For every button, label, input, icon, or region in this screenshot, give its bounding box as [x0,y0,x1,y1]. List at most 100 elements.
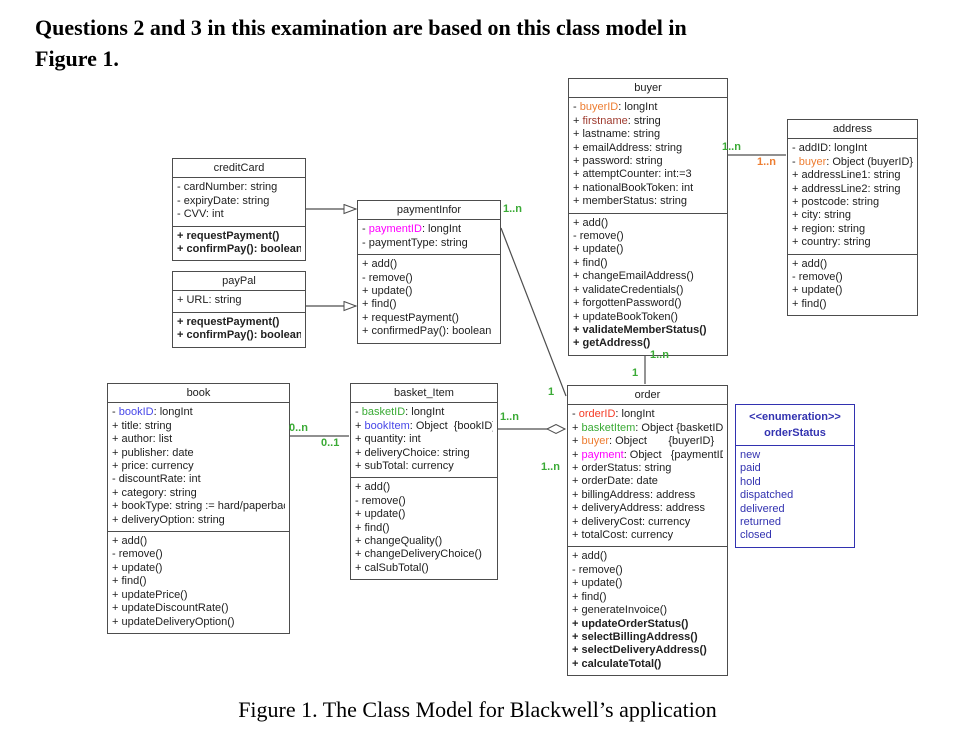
operation-row: + updateDeliveryOption() [112,615,235,628]
attribute-type: : longInt [615,408,655,421]
operation-row: + update() [112,561,163,574]
operation-row: + calSubTotal() [355,561,429,574]
operation-row: + requestPayment() [177,229,280,242]
enum-value: new [740,449,761,461]
operation-row: + changeQuality() [355,535,443,548]
attributes-compartment: - basketID: longInt+ bookItem: Object {b… [351,403,497,477]
class-title-line: <<enumeration>> [749,411,841,423]
attribute-visibility: - [355,406,362,419]
operation-row: + add() [573,216,609,229]
attribute-row: - expiryDate: string [177,194,270,207]
attribute-row: + addressLine2: string [792,182,901,195]
class-title: book [108,384,289,404]
operations-compartment: + requestPayment()+ confirmPay(): boolea… [173,311,305,347]
multiplicity-label: 1..n [650,349,669,361]
attribute-name: buyer [798,155,827,168]
multiplicity-label: 1..n [500,411,519,423]
multiplicity-label: 1 [548,386,555,398]
class-address: address- addID: longInt- buyer: Object (… [787,119,918,317]
attribute-row: + addressLine1: string [792,169,901,182]
attribute-name: buyerID [579,101,619,114]
attribute-row: + deliveryChoice: string [355,446,470,459]
attribute-visibility: + [572,435,582,448]
operation-row: + calculateTotal() [572,657,662,670]
attribute-visibility: - [362,223,369,236]
attribute-row: + bookItem: Object {bookID} [355,420,493,433]
operation-row: + find() [573,256,608,269]
attribute-row: - basketID: longInt [355,406,493,419]
class-title: basket_Item [351,384,497,404]
enum-value: returned [740,516,781,529]
operation-row: + updatePrice() [112,588,188,601]
class-title-line: book [186,387,211,399]
multiplicity-label: 1..n [722,141,741,153]
enum-value: paid [740,462,761,475]
operation-row: + add() [355,481,391,494]
class-title: paymentInfor [358,201,500,221]
enum-value: dispatched [740,489,794,502]
attribute-row: + bookType: string := hard/paperback [112,500,285,513]
attribute-row: + emailAddress: string [573,141,683,154]
attribute-row: + postcode: string [792,196,880,209]
operation-row: + add() [362,258,398,271]
figure-caption: Figure 1. The Class Model for Blackwell’… [238,697,717,722]
attribute-type: : longInt [153,406,193,419]
attribute-row: + deliveryCost: currency [572,515,691,528]
attribute-row: - buyerID: longInt [573,101,723,114]
attributes-compartment: - buyerID: longInt+ firstname: string+ l… [569,98,727,212]
attribute-type: : Object {basketID} [635,421,723,434]
operation-row: + changeEmailAddress() [573,270,694,283]
class-creditCard: creditCard- cardNumber: string- expiryDa… [172,158,306,262]
operation-row: + find() [362,298,397,311]
attributes-compartment: - paymentID: longInt- paymentType: strin… [358,220,500,254]
attributes-compartment: + URL: string [173,291,305,311]
attribute-row: + basketItem: Object {basketID} [572,422,723,435]
operation-row: + updateOrderStatus() [572,617,689,630]
attribute-visibility: + [572,448,582,461]
operation-row: + confirmPay(): boolean [177,243,301,256]
operation-row: + add() [792,257,828,270]
attribute-row: + lastname: string [573,128,661,141]
attribute-visibility: - [572,408,579,421]
attribute-name: bookID [118,406,154,419]
attributes-compartment: - bookID: longInt+ title: string+ author… [108,403,289,531]
operation-row: + update() [355,508,406,521]
enum-value: closed [740,529,772,542]
class-book: book - bookID: longInt+ title: string+ au… [107,383,290,634]
operation-row: + validateMemberStatus() [573,323,707,336]
operation-row: - remove() [792,271,843,284]
attribute-row: + nationalBookToken: int [573,181,694,194]
attribute-type: : longInt [618,101,658,114]
attribute-row: - orderID: longInt [572,408,723,421]
attribute-row: + buyer: Object {buyerID} [572,435,723,448]
attribute-visibility: + [572,421,582,434]
operation-row: - remove() [572,563,623,576]
attribute-row: - paymentType: string [362,236,468,249]
attribute-row: + URL: string [177,294,242,307]
attribute-row: + author: list [112,433,173,446]
attribute-visibility: - [112,406,119,419]
class-basket_Item: basket_Item- basketID: longInt+ bookItem… [350,383,498,581]
operation-row: + generateInvoice() [572,604,668,617]
attribute-row: - addID: longInt [792,142,868,155]
attribute-name: basketItem [581,421,636,434]
operation-row: + add() [112,535,148,548]
multiplicity-label: 1..n [541,461,560,473]
attribute-row: + orderStatus: string [572,462,672,475]
attribute-visibility: - [792,155,799,168]
attributes-compartment: - addID: longInt- buyer: Object (buyerID… [788,139,917,253]
multiplicity-label: 1..n [757,156,776,168]
attribute-type: : Object {bookID} [409,419,493,432]
operations-compartment: + add()- remove()+ update()+ find()+ upd… [108,531,289,633]
operations-compartment: + requestPayment()+ confirmPay(): boolea… [173,225,305,261]
operation-row: + getAddress() [573,337,651,350]
attribute-row: + country: string [792,236,871,249]
operation-row: + forgottenPassword() [573,297,682,310]
operation-row: + update() [362,285,413,298]
attribute-row: + memberStatus: string [573,195,688,208]
attribute-row: + orderDate: date [572,475,658,488]
attribute-name: firstname [582,114,628,127]
class-paymentInfor: paymentInfor- paymentID: longInt- paymen… [357,200,501,344]
operation-row: - remove() [573,230,624,243]
